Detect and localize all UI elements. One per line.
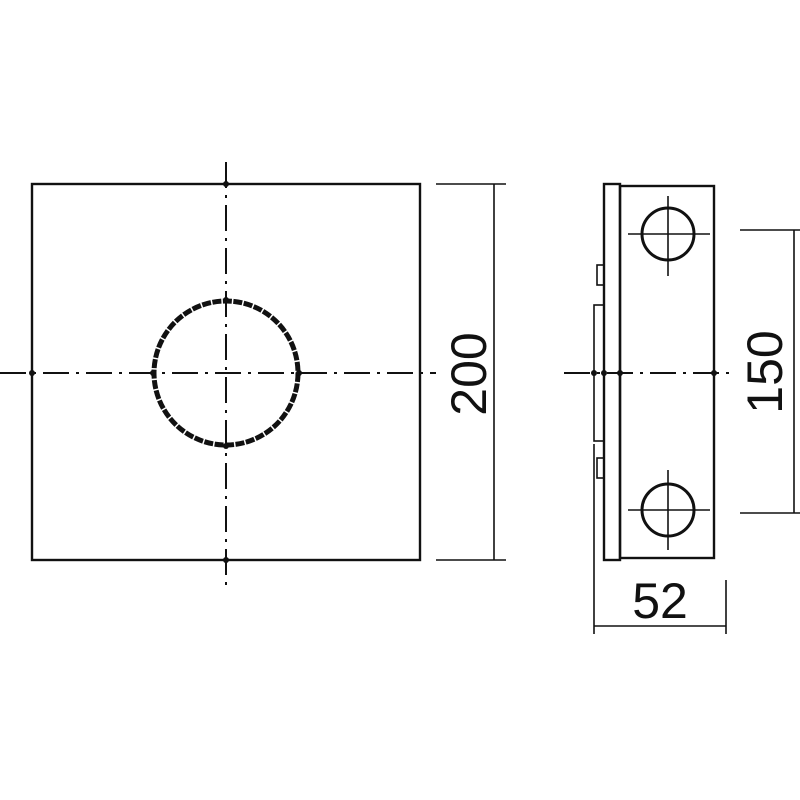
centerline-dot xyxy=(223,181,229,187)
centerline-dot xyxy=(601,370,607,376)
depth-dimension: 52 xyxy=(593,444,727,634)
side-boss xyxy=(596,264,605,286)
centerline-dot xyxy=(29,370,35,376)
centerline-dot xyxy=(223,557,229,563)
side-view xyxy=(564,182,730,562)
dimension-label-150: 150 xyxy=(737,330,793,413)
top-bolt-hole xyxy=(628,196,710,276)
centerline-dot xyxy=(150,370,156,376)
centerline-dot xyxy=(223,297,229,303)
dimension-label-200: 200 xyxy=(441,332,497,415)
centerline-dot xyxy=(591,370,597,376)
centerline-dot xyxy=(617,370,623,376)
centerline-dot xyxy=(223,443,229,449)
centerline-dot xyxy=(296,370,302,376)
front-view xyxy=(0,162,436,588)
hole-pitch-dimension: 150 xyxy=(737,229,800,514)
side-boss xyxy=(596,457,605,479)
height-dimension: 200 xyxy=(436,183,506,561)
dimension-label-52: 52 xyxy=(632,573,688,629)
centerline-dot xyxy=(711,370,717,376)
bottom-bolt-hole xyxy=(628,470,710,550)
